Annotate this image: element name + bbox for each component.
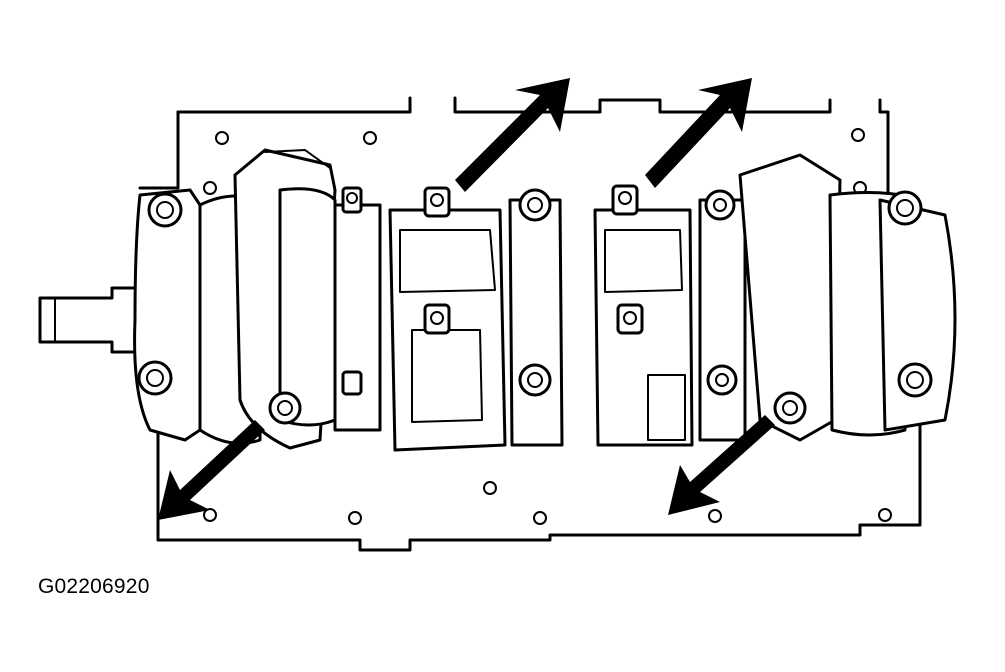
main-bearing-cap-5 (828, 190, 957, 437)
arrow-bottom-left (158, 420, 265, 520)
counterweight-left (233, 148, 337, 450)
connecting-rod-2 (388, 186, 507, 452)
rod-cap-1 (268, 186, 382, 432)
main-bearing-cap-3 (508, 188, 564, 447)
crankshaft-nose (38, 286, 144, 354)
connecting-rod-3 (593, 184, 694, 447)
arrow-top-right (645, 78, 752, 188)
engine-block-outline (138, 96, 922, 552)
arrow-top-center (455, 78, 570, 192)
arrow-bottom-right (668, 415, 775, 515)
rod-cap-4 (698, 153, 842, 442)
figure-code: G02206920 (38, 575, 150, 598)
